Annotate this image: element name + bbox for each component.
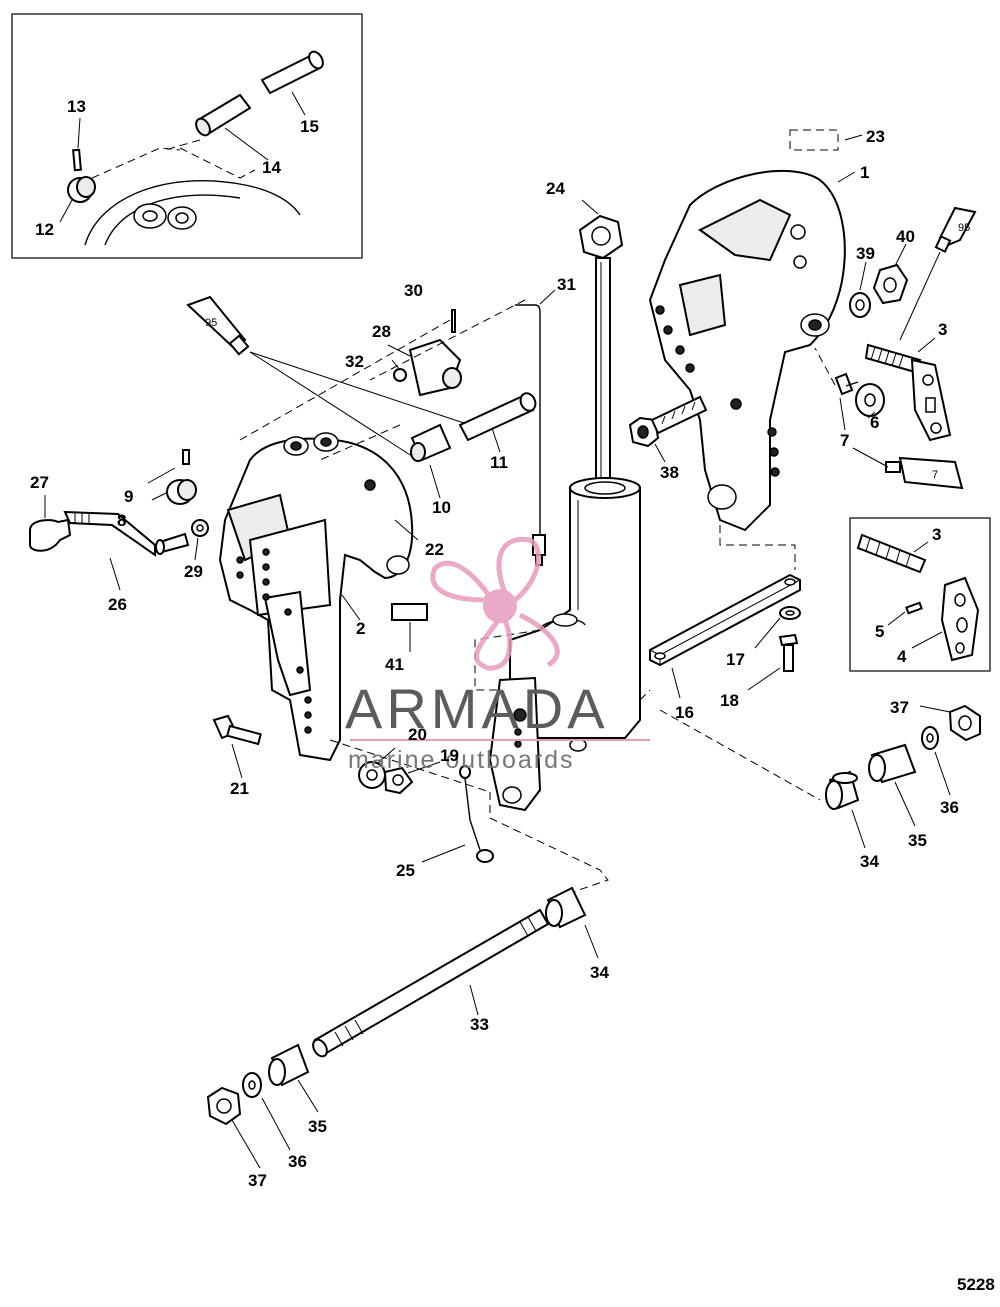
callout-12: 12 xyxy=(35,220,54,239)
propeller-logo xyxy=(430,536,560,671)
callout-40: 40 xyxy=(896,227,915,246)
grease-tube-95-right: 95 xyxy=(899,206,977,341)
callout-38: 38 xyxy=(660,463,679,482)
part-21-bolt xyxy=(212,714,262,779)
part-31-cable xyxy=(515,289,556,566)
callout-34-lower: 34 xyxy=(590,963,609,982)
callout-35-lower: 35 xyxy=(308,1117,327,1136)
callout-41: 41 xyxy=(385,655,404,674)
armada-watermark: ARMADA marine outboards xyxy=(345,536,650,774)
parts-39-40 xyxy=(849,243,909,318)
lower-right-bushings xyxy=(825,704,981,849)
callout-24: 24 xyxy=(546,179,565,198)
callout-27: 27 xyxy=(30,473,49,492)
callout-11: 11 xyxy=(490,453,508,472)
part-3-adjuster xyxy=(864,337,952,442)
callout-2: 2 xyxy=(356,619,365,638)
part-1-swivel-bracket xyxy=(648,169,856,532)
callout-7: 7 xyxy=(840,431,849,450)
callout-13: 13 xyxy=(67,97,86,116)
callout-22: 22 xyxy=(425,540,444,559)
callout-31: 31 xyxy=(557,275,576,294)
callout-36-right: 36 xyxy=(940,798,959,817)
callout-9: 9 xyxy=(124,487,133,506)
parts-19-20 xyxy=(329,739,491,795)
center-swivel-assembly xyxy=(474,199,651,812)
dash-guide-lower xyxy=(489,792,609,894)
callout-25: 25 xyxy=(396,861,415,880)
watermark-tagline: marine outboards xyxy=(348,746,575,774)
figure-number: 5228 xyxy=(957,1275,995,1294)
watermark-brand: ARMADA xyxy=(345,677,609,740)
parts-6-7 xyxy=(814,347,885,431)
callout-32: 32 xyxy=(345,352,364,371)
callout-33: 33 xyxy=(470,1015,489,1034)
callout-5: 5 xyxy=(875,622,884,641)
callout-10: 10 xyxy=(432,498,451,517)
dash-guide-right xyxy=(659,709,821,801)
callout-labels: 1 2 3 3 4 5 6 7 8 9 10 11 12 13 14 15 16… xyxy=(30,97,959,1190)
inset-box-pins xyxy=(11,13,363,259)
callout-37-right: 37 xyxy=(890,698,909,717)
grease-tube-95-left: 95 xyxy=(186,295,471,461)
part-16-link-bar xyxy=(649,525,801,699)
callout-36-lower: 36 xyxy=(288,1152,307,1171)
callout-21: 21 xyxy=(230,779,249,798)
part-25-ground-strap xyxy=(421,765,494,863)
callout-6: 6 xyxy=(870,413,879,432)
callout-3-inset: 3 xyxy=(932,525,941,544)
callout-23: 23 xyxy=(866,127,885,146)
callout-37-lower: 37 xyxy=(248,1171,267,1190)
part-2-clamp-bracket xyxy=(218,432,414,762)
tube-label-right: 95 xyxy=(958,222,970,234)
tube-label-left: 95 xyxy=(205,317,217,329)
callout-15: 15 xyxy=(300,117,319,136)
callout-28: 28 xyxy=(372,322,391,341)
part-23-outline xyxy=(789,129,839,151)
callout-17: 17 xyxy=(726,650,745,669)
callout-26: 26 xyxy=(108,595,127,614)
inset-box-adjuster xyxy=(849,517,991,672)
callout-20: 20 xyxy=(408,725,427,744)
part-38-bolt xyxy=(628,395,708,463)
part-41-label-plate xyxy=(391,603,428,621)
callout-35-right: 35 xyxy=(908,831,927,850)
callout-3-upper: 3 xyxy=(938,320,947,339)
lower-left-bushings xyxy=(206,1043,319,1169)
callout-18: 18 xyxy=(720,691,739,710)
callout-4: 4 xyxy=(897,647,907,666)
grease-tube-7: 7 xyxy=(852,447,964,490)
crank-assembly xyxy=(29,449,209,591)
callout-30: 30 xyxy=(404,281,423,300)
callout-8: 8 xyxy=(117,511,126,530)
callout-14: 14 xyxy=(262,158,281,177)
callout-39: 39 xyxy=(856,244,875,263)
callout-19: 19 xyxy=(440,746,459,765)
pins-upper-left xyxy=(239,299,537,499)
callout-1: 1 xyxy=(860,163,869,182)
callout-29: 29 xyxy=(184,562,203,581)
tube-label-7: 7 xyxy=(932,469,938,481)
part-33-tilt-tube xyxy=(312,886,599,1058)
callout-16: 16 xyxy=(675,703,694,722)
callout-34-right: 34 xyxy=(860,852,879,871)
